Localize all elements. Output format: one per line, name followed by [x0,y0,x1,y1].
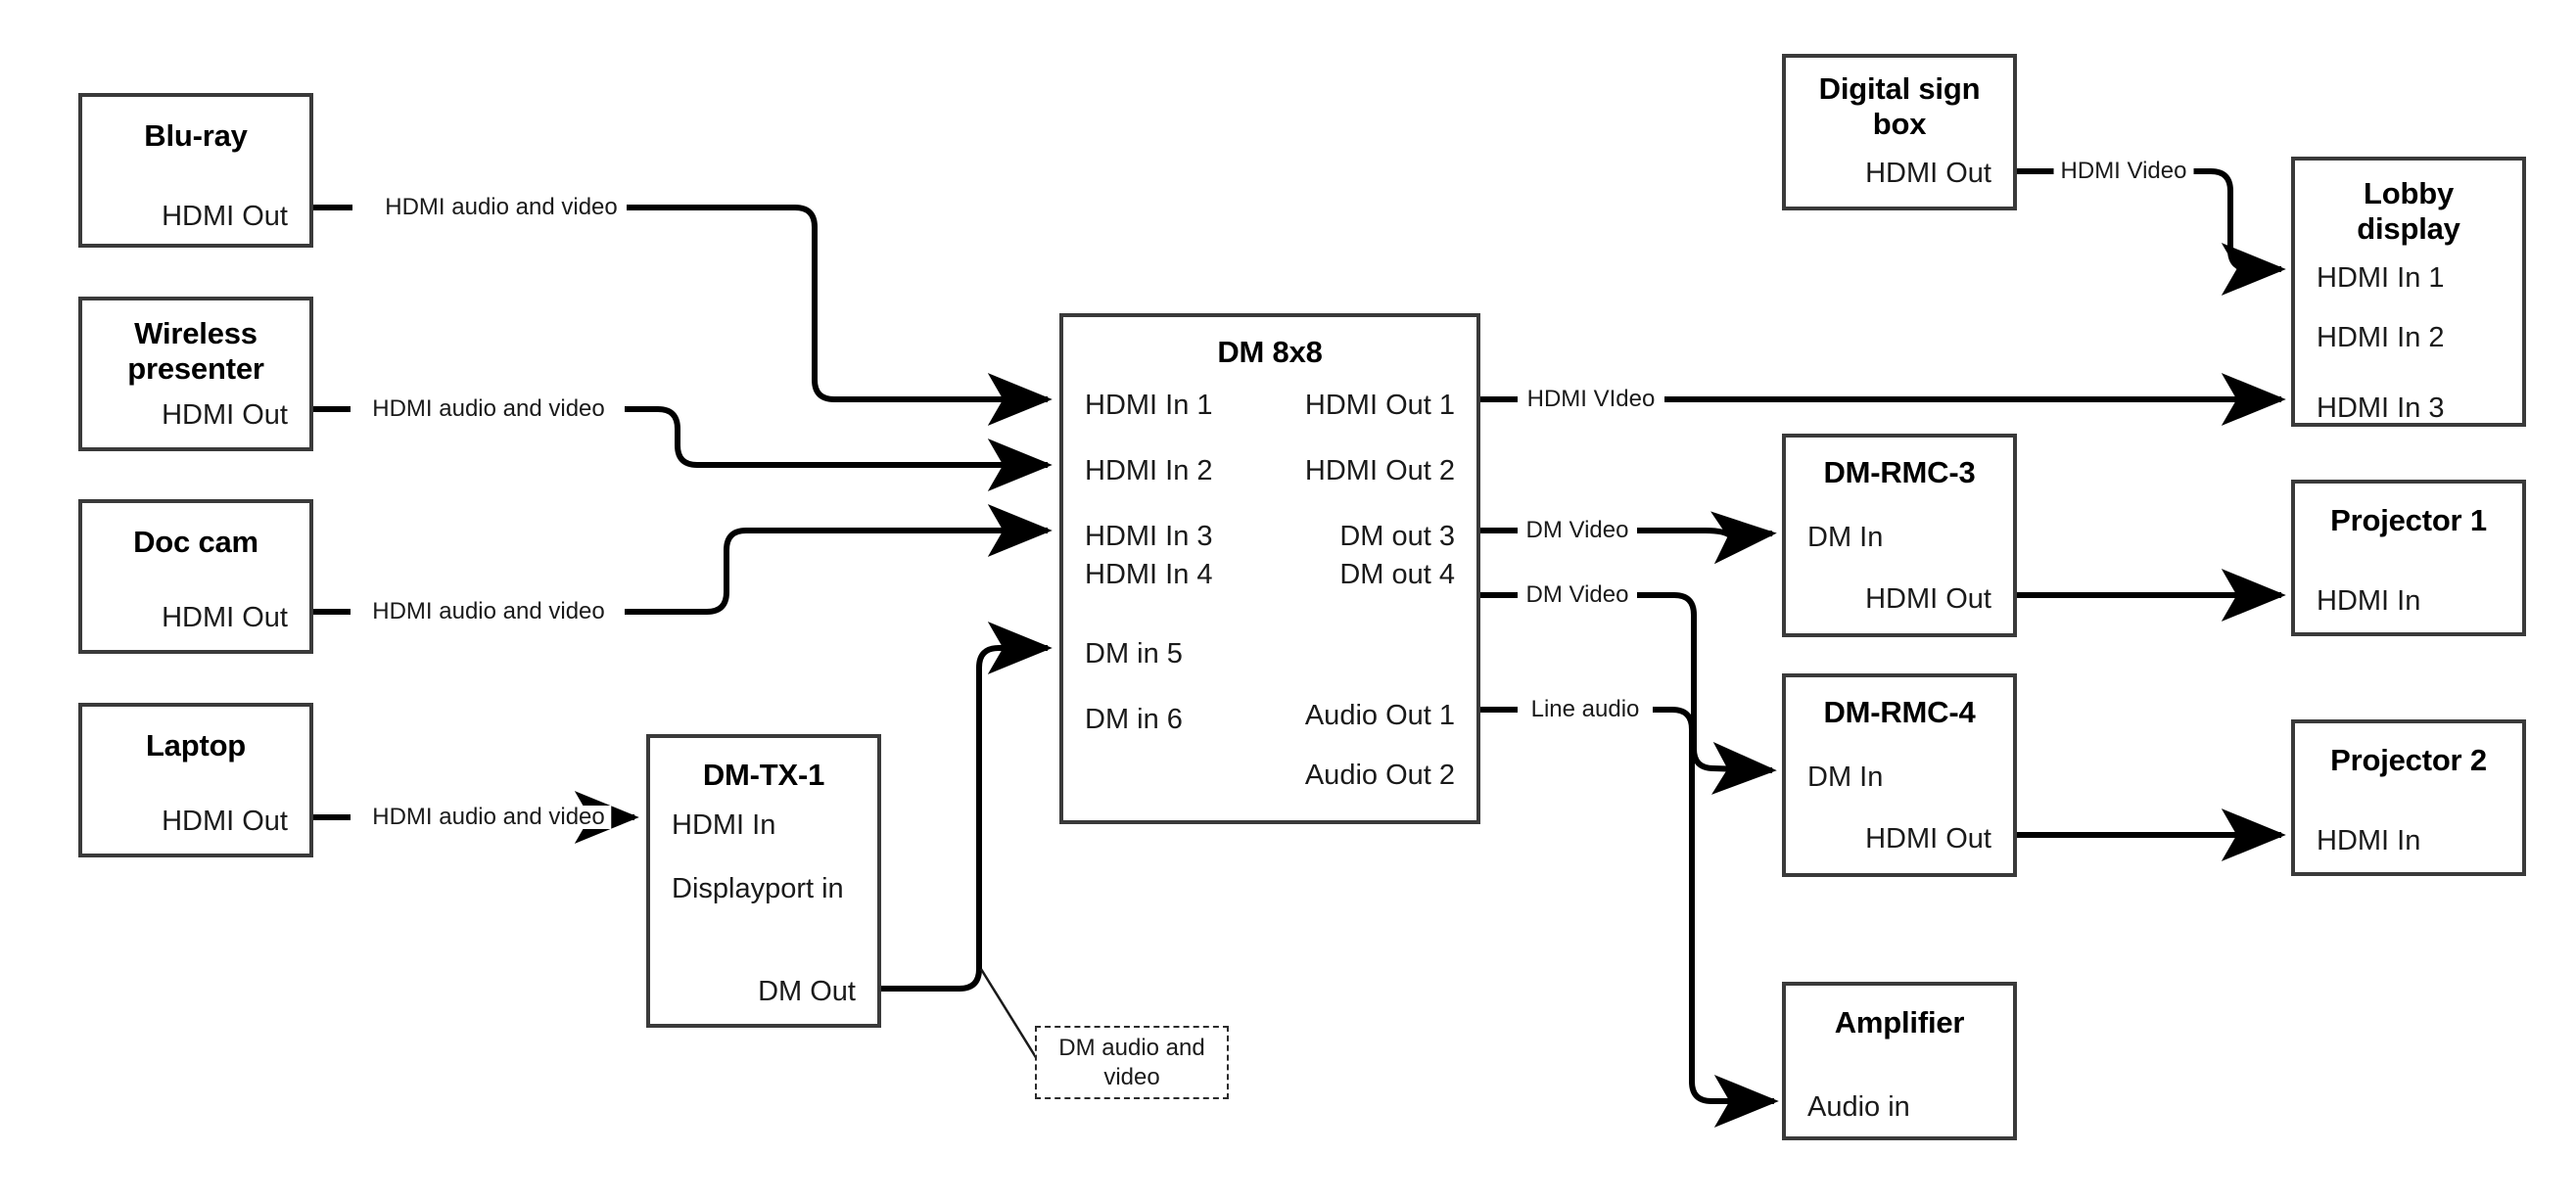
edge-label-wireless-hdmi: HDMI audio and video [365,397,612,421]
port-dm-8x8-audio-out-1[interactable]: Audio Out 1 [1304,700,1455,731]
edge-label-bluray-hdmi: HDMI audio and video [378,196,625,219]
port-dm-8x8-hdmi-out-2[interactable]: HDMI Out 2 [1304,455,1455,486]
node-laptop-title: Laptop [145,728,247,762]
wire-tx-dm-out-to-dm-in-5 [881,622,1053,992]
node-amplifier[interactable]: Amplifier Audio in [1782,982,2017,1140]
node-lobby-display-title-line2: display [2357,211,2460,246]
edge-label-dm-video-3: DM Video [1519,519,1636,542]
wire-sign-to-lobby-in-1 [2017,168,2281,269]
node-blu-ray[interactable]: Blu-ray HDMI Out [78,93,313,248]
node-dm-rmc-3-title: DM-RMC-3 [1823,455,1976,489]
port-doc-cam-hdmi-out[interactable]: HDMI Out [162,602,288,633]
port-blu-ray-hdmi-out[interactable]: HDMI Out [162,201,288,232]
port-dm-rmc-3-dm-in[interactable]: DM In [1807,522,1884,553]
node-dm-rmc-4[interactable]: DM-RMC-4 DM In HDMI Out [1782,673,2017,877]
annotation-text: DM audio and video [1058,1034,1204,1092]
node-dm-8x8-title: DM 8x8 [1217,335,1323,369]
port-lobby-display-hdmi-in-1[interactable]: HDMI In 1 [2317,262,2445,294]
node-digital-sign-box[interactable]: Digital sign box HDMI Out [1782,54,2017,210]
node-amplifier-title: Amplifier [1834,1005,1965,1039]
edge-label-line-audio: Line audio [1523,698,1647,721]
edge-label-laptop-hdmi: HDMI audio and video [365,806,612,829]
node-wireless-presenter[interactable]: Wireless presenter HDMI Out [78,297,313,451]
node-wireless-presenter-title-line2: presenter [127,351,264,386]
node-digital-sign-box-title-line2: box [1872,107,1927,141]
node-dm-rmc-3[interactable]: DM-RMC-3 DM In HDMI Out [1782,434,2017,637]
port-dm-8x8-hdmi-in-3[interactable]: HDMI In 3 [1085,521,1213,552]
edge-label-dm-video-4: DM Video [1519,583,1636,607]
port-dm-rmc-4-hdmi-out[interactable]: HDMI Out [1865,823,1991,855]
node-dm-tx-1-title: DM-TX-1 [702,758,825,792]
node-dm-rmc-4-title: DM-RMC-4 [1823,695,1976,729]
node-doc-cam-title: Doc cam [133,525,258,559]
node-projector-1-title: Projector 1 [2330,503,2487,537]
node-laptop[interactable]: Laptop HDMI Out [78,703,313,857]
node-projector-2[interactable]: Projector 2 HDMI In [2291,719,2526,876]
annotation-line-1: DM audio and [1058,1034,1205,1061]
port-dm-8x8-hdmi-in-2[interactable]: HDMI In 2 [1085,455,1213,486]
port-dm-8x8-audio-out-2[interactable]: Audio Out 2 [1304,760,1455,791]
edge-label-hdmi-video-out1: HDMI VIdeo [1520,388,1663,411]
port-dm-tx-1-dm-out[interactable]: DM Out [758,976,856,1007]
port-projector-1-hdmi-in[interactable]: HDMI In [2317,585,2421,617]
node-dm-tx-1[interactable]: DM-TX-1 HDMI In Displayport in DM Out [646,734,881,1028]
wire-audio-out-1-to-amplifier [1480,707,1774,1101]
port-dm-rmc-4-dm-in[interactable]: DM In [1807,762,1884,793]
port-dm-tx-1-displayport-in[interactable]: Displayport in [672,873,844,904]
node-wireless-presenter-title-line1: Wireless [134,316,258,350]
port-amplifier-audio-in[interactable]: Audio in [1807,1091,1910,1123]
annotation-line-2: video [1103,1063,1160,1090]
note-leader-line [979,968,1044,1068]
port-dm-8x8-dm-in-5[interactable]: DM in 5 [1085,638,1183,670]
wire-bluray-to-hdmi-in-1 [313,205,1048,399]
port-lobby-display-hdmi-in-2[interactable]: HDMI In 2 [2317,322,2445,353]
node-dm-8x8[interactable]: DM 8x8 HDMI In 1 HDMI In 2 HDMI In 3 HDM… [1059,313,1480,824]
port-dm-8x8-dm-in-6[interactable]: DM in 6 [1085,704,1183,735]
wire-dm-out-4-to-rmc4 [1480,592,1772,770]
port-dm-8x8-dm-out-4[interactable]: DM out 4 [1339,559,1455,590]
port-dm-8x8-hdmi-in-1[interactable]: HDMI In 1 [1085,390,1213,421]
node-digital-sign-box-title-line1: Digital sign [1818,71,1981,106]
annotation-dm-audio-and-video: DM audio and video [1035,1026,1229,1099]
port-dm-tx-1-hdmi-in[interactable]: HDMI In [672,809,776,841]
port-dm-8x8-hdmi-out-1[interactable]: HDMI Out 1 [1304,390,1455,421]
node-projector-1[interactable]: Projector 1 HDMI In [2291,480,2526,636]
port-lobby-display-hdmi-in-3[interactable]: HDMI In 3 [2317,393,2445,424]
node-doc-cam[interactable]: Doc cam HDMI Out [78,499,313,654]
node-projector-2-title: Projector 2 [2330,743,2487,777]
port-digital-sign-box-hdmi-out[interactable]: HDMI Out [1865,158,1991,189]
port-dm-8x8-dm-out-3[interactable]: DM out 3 [1339,521,1455,552]
edge-label-sign-hdmi-video: HDMI Video [2053,160,2194,183]
port-projector-2-hdmi-in[interactable]: HDMI In [2317,825,2421,856]
port-laptop-hdmi-out[interactable]: HDMI Out [162,806,288,837]
port-dm-8x8-hdmi-in-4[interactable]: HDMI In 4 [1085,559,1213,590]
node-blu-ray-title: Blu-ray [144,118,248,153]
node-lobby-display-title-line1: Lobby [2364,176,2454,210]
port-wireless-presenter-hdmi-out[interactable]: HDMI Out [162,399,288,431]
port-dm-rmc-3-hdmi-out[interactable]: HDMI Out [1865,583,1991,615]
node-lobby-display[interactable]: Lobby display HDMI In 1 HDMI In 2 HDMI I… [2291,157,2526,427]
edge-label-doccam-hdmi: HDMI audio and video [365,600,612,624]
